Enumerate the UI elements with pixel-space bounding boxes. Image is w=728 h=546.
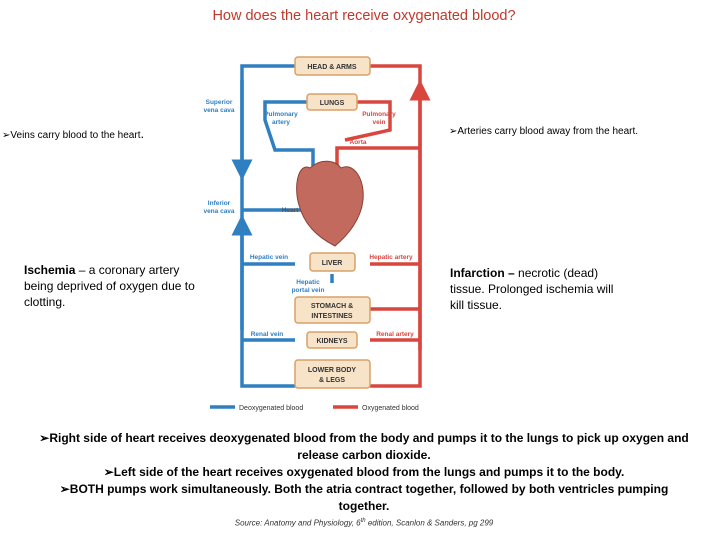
source-citation: Source: Anatomy and Physiology, 6th edit… (0, 518, 728, 528)
arteries-note-text: Arteries carry blood away from the heart… (457, 126, 639, 137)
pulmonary-vein-label-2: vein (372, 119, 385, 126)
hepatic-portal-label-2: portal vein (292, 287, 325, 294)
aorta-label: Aorta (350, 139, 367, 146)
pulmonary-artery-label-1: Pulmonary (264, 111, 298, 118)
veins-note: ➢Veins carry blood to the heart. (2, 126, 144, 141)
liver-label: LIVER (322, 260, 343, 267)
hepatic-portal-label-1: Hepatic (296, 279, 320, 286)
veins-note-text: Veins carry blood to the heart (10, 130, 141, 141)
vena-cava-to-heart-path (242, 170, 307, 212)
stomach-box (294, 296, 371, 324)
summary-line-5: together. (338, 499, 390, 513)
legs-label: & LEGS (319, 377, 345, 384)
arrow-bullet-icon: ➢ (2, 130, 11, 141)
summary-line-2: release carbon dioxide. (297, 448, 431, 462)
pulmonary-vein-path (344, 100, 392, 142)
liver-box (309, 252, 356, 272)
pulmonary-artery-label-2: artery (272, 119, 290, 126)
source-suffix: edition, Scanlon & Sanders, pg 299 (365, 518, 494, 528)
infarction-term: Infarction – (450, 266, 515, 280)
pulmonary-vein-label-1: Pulmonary (362, 111, 396, 118)
lungs-box (306, 93, 358, 111)
ischemia-term: Ischemia (24, 263, 76, 277)
superior-vena-cava-label-2: vena cava (203, 107, 234, 114)
page-title: How does the heart receive oxygenated bl… (212, 8, 516, 24)
inferior-vena-cava-label-2: vena cava (203, 208, 234, 215)
pulmonary-artery-path (263, 100, 315, 178)
infarction-definition: Infarction – necrotic (dead) tissue. Pro… (450, 265, 625, 313)
veins-note-period: . (140, 126, 145, 141)
arrow-bullet-icon: ➢ (449, 126, 458, 137)
renal-vein-label: Renal vein (251, 331, 284, 338)
summary-line-1: ➢Right side of heart receives deoxygenat… (39, 431, 689, 445)
stomach-label: STOMACH & (311, 303, 353, 310)
ischemia-definition: Ischemia – a coronary artery being depri… (24, 262, 209, 310)
hepatic-artery-label: Hepatic artery (369, 254, 413, 261)
lower-body-label: LOWER BODY (308, 367, 357, 374)
kidneys-label: KIDNEYS (316, 338, 347, 345)
kidneys-box (306, 331, 358, 349)
summary-points: ➢Right side of heart receives deoxygenat… (30, 430, 698, 515)
head-arms-label: HEAD & ARMS (307, 64, 356, 71)
lower-body-box (294, 359, 371, 389)
heart-illustration (296, 160, 364, 247)
superior-vena-cava-label-1: Superior (206, 99, 233, 106)
head-arms-box (294, 56, 371, 76)
organ-boxes (294, 56, 371, 389)
lungs-label: LUNGS (320, 100, 345, 107)
summary-line-4: ➢BOTH pumps work simultaneously. Both th… (59, 482, 669, 496)
infarction-text: necrotic (dead) tissue. Prolonged ischem… (450, 266, 614, 312)
source-prefix: Source: Anatomy and Physiology, 6 (234, 518, 361, 528)
legend-deoxygenated-label: Deoxygenated blood (239, 405, 303, 412)
legend: Deoxygenated blood Oxygenated blood (210, 405, 419, 412)
circulation-diagram: HEAD & ARMS LUNGS LIVER STOMACH & INTEST… (203, 56, 431, 412)
renal-artery-label: Renal artery (376, 331, 414, 338)
heart-icon (296, 160, 364, 247)
summary-line-3: ➢Left side of the heart receives oxygena… (103, 465, 625, 479)
hepatic-vein-label: Hepatic vein (250, 254, 288, 261)
legend-oxygenated-label: Oxygenated blood (362, 405, 419, 412)
source-sup: th (360, 518, 366, 524)
inferior-vena-cava-label-1: Inferior (208, 200, 231, 207)
heart-label: Heart (282, 207, 299, 214)
arteries-note: ➢Arteries carry blood away from the hear… (449, 126, 638, 137)
ischemia-text: – a coronary artery being deprived of ox… (24, 263, 195, 309)
intestines-label: INTESTINES (311, 313, 353, 320)
